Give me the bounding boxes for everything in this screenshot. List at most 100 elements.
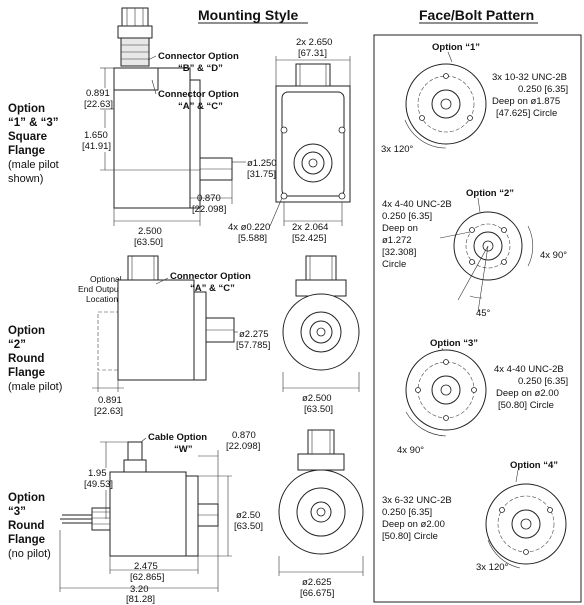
svg-text:[47.625] Circle: [47.625] Circle bbox=[496, 108, 557, 119]
row3-side-view: Cable Option “W” bbox=[60, 432, 219, 557]
svg-text:4x ø0.220: 4x ø0.220 bbox=[228, 222, 270, 233]
svg-text:“A” & “C”: “A” & “C” bbox=[178, 101, 223, 112]
svg-text:ø2.50: ø2.50 bbox=[236, 510, 260, 521]
face-option-2: Option “2” 45° 4x 90° 4x 4-40 UNC-2B 0.2… bbox=[382, 188, 567, 319]
svg-text:3x 120°: 3x 120° bbox=[476, 562, 509, 573]
svg-text:[66.675]: [66.675] bbox=[300, 588, 334, 599]
svg-text:Deep on ø1.875: Deep on ø1.875 bbox=[492, 96, 560, 107]
svg-text:3.20: 3.20 bbox=[130, 584, 149, 595]
svg-text:Option: Option bbox=[8, 492, 45, 504]
svg-text:ø2.275: ø2.275 bbox=[239, 329, 269, 340]
face-option-4: Option “4” 3x 120° 3x 6-32 UNC-2B 0.250 … bbox=[382, 460, 567, 573]
svg-text:Option “1”: Option “1” bbox=[432, 42, 480, 53]
svg-text:Connector Option: Connector Option bbox=[158, 89, 239, 100]
svg-text:“2”: “2” bbox=[8, 339, 26, 351]
svg-text:0.250 [6.35]: 0.250 [6.35] bbox=[382, 507, 432, 518]
svg-text:4x 90°: 4x 90° bbox=[397, 445, 424, 456]
svg-text:[81.28]: [81.28] bbox=[126, 594, 155, 605]
svg-text:Optional: Optional bbox=[90, 274, 122, 284]
face-option-1: Option “1” 3x 120° 3x 10-32 UNC-2B 0.250… bbox=[381, 42, 568, 155]
svg-text:0.250 [6.35]: 0.250 [6.35] bbox=[382, 211, 432, 222]
row1-side-view bbox=[113, 7, 233, 209]
svg-text:“1” & “3”: “1” & “3” bbox=[8, 117, 59, 129]
svg-text:Square: Square bbox=[8, 131, 47, 143]
svg-text:[50.80] Circle: [50.80] Circle bbox=[382, 531, 438, 542]
svg-text:Option: Option bbox=[8, 103, 45, 115]
svg-text:[22.098]: [22.098] bbox=[226, 441, 260, 452]
svg-text:3x 6-32 UNC-2B: 3x 6-32 UNC-2B bbox=[382, 495, 452, 506]
svg-text:[50.80] Circle: [50.80] Circle bbox=[498, 400, 554, 411]
svg-text:4x 90°: 4x 90° bbox=[540, 250, 567, 261]
svg-text:[63.50]: [63.50] bbox=[134, 237, 163, 248]
row1-right-dims: ø1.250 [31.75] 0.870 [22.098] 2.500 [63.… bbox=[113, 158, 277, 248]
svg-text:[62.865]: [62.865] bbox=[130, 572, 164, 583]
svg-text:Option “3”: Option “3” bbox=[430, 338, 478, 349]
svg-text:“A” & “C”: “A” & “C” bbox=[190, 283, 235, 294]
svg-text:45°: 45° bbox=[476, 308, 491, 319]
svg-text:1.95: 1.95 bbox=[88, 468, 107, 479]
row1-front-view: 2x 2.650 [67.31] 4x ø0.220 [5.588] 2x 2.… bbox=[228, 37, 351, 244]
svg-text:“3”: “3” bbox=[8, 506, 26, 518]
svg-text:0.250 [6.35]: 0.250 [6.35] bbox=[518, 376, 568, 387]
row2-label: Option “2” Round Flange (male pilot) bbox=[8, 325, 62, 393]
svg-text:Flange: Flange bbox=[8, 367, 45, 379]
row1-callouts: Connector Option “B” & “D” Connector Opt… bbox=[147, 51, 239, 112]
mounting-style-header: Mounting Style bbox=[198, 7, 299, 23]
svg-text:“B” & “D”: “B” & “D” bbox=[178, 63, 223, 74]
row3-front-view: ø2.625 [66.675] bbox=[278, 429, 364, 599]
svg-text:shown): shown) bbox=[8, 173, 43, 185]
svg-text:[63.50]: [63.50] bbox=[234, 521, 263, 532]
svg-text:Option “2”: Option “2” bbox=[466, 188, 514, 199]
svg-text:Circle: Circle bbox=[382, 259, 406, 270]
svg-text:(male pilot): (male pilot) bbox=[8, 381, 62, 393]
svg-text:[22.098]: [22.098] bbox=[192, 204, 226, 215]
row2-front-view: ø2.500 [63.50] bbox=[282, 255, 360, 415]
svg-text:2.500: 2.500 bbox=[138, 226, 162, 237]
svg-text:Connector Option: Connector Option bbox=[158, 51, 239, 62]
svg-text:2x 2.064: 2x 2.064 bbox=[292, 222, 328, 233]
svg-text:End Output: End Output bbox=[78, 284, 122, 294]
face-option-3: Option “3” 4x 90° 4x 4-40 UNC-2B 0.250 [… bbox=[397, 338, 568, 456]
svg-text:4x 4-40 UNC-2B: 4x 4-40 UNC-2B bbox=[494, 364, 564, 375]
svg-text:Flange: Flange bbox=[8, 534, 45, 546]
svg-text:“W”: “W” bbox=[174, 444, 193, 455]
row1-label: Option “1” & “3” Square Flange (male pil… bbox=[8, 103, 59, 185]
row3-label: Option “3” Round Flange (no pilot) bbox=[8, 492, 51, 560]
svg-text:[57.785]: [57.785] bbox=[236, 340, 270, 351]
svg-text:3x 10-32 UNC-2B: 3x 10-32 UNC-2B bbox=[492, 72, 567, 83]
svg-text:Cable Option: Cable Option bbox=[148, 432, 207, 443]
svg-text:[63.50]: [63.50] bbox=[304, 404, 333, 415]
svg-text:0.250 [6.35]: 0.250 [6.35] bbox=[518, 84, 568, 95]
svg-text:0.891: 0.891 bbox=[98, 395, 122, 406]
svg-text:[41.91]: [41.91] bbox=[82, 141, 111, 152]
svg-text:2x 2.650: 2x 2.650 bbox=[296, 37, 332, 48]
svg-text:Round: Round bbox=[8, 353, 44, 365]
svg-text:Deep on ø2.00: Deep on ø2.00 bbox=[382, 519, 445, 530]
svg-text:[49.53]: [49.53] bbox=[84, 479, 113, 490]
svg-text:[22.63]: [22.63] bbox=[84, 99, 113, 110]
svg-text:0.870: 0.870 bbox=[232, 430, 256, 441]
svg-text:(no pilot): (no pilot) bbox=[8, 548, 51, 560]
svg-text:ø2.500: ø2.500 bbox=[302, 393, 332, 404]
svg-text:Deep on: Deep on bbox=[382, 223, 418, 234]
row1-left-dims: 0.891 [22.63] 1.650 [41.91] bbox=[82, 67, 200, 171]
row2-side-view: Optional End Output Location Connector O… bbox=[78, 255, 270, 417]
svg-text:ø1.250: ø1.250 bbox=[247, 158, 277, 169]
svg-text:[52.425]: [52.425] bbox=[292, 233, 326, 244]
svg-text:Deep on ø2.00: Deep on ø2.00 bbox=[496, 388, 559, 399]
svg-text:Connector Option: Connector Option bbox=[170, 271, 251, 282]
svg-text:4x 4-40 UNC-2B: 4x 4-40 UNC-2B bbox=[382, 199, 452, 210]
svg-text:Round: Round bbox=[8, 520, 44, 532]
svg-text:[22.63]: [22.63] bbox=[94, 406, 123, 417]
svg-text:Option: Option bbox=[8, 325, 45, 337]
svg-text:(male pilot: (male pilot bbox=[8, 159, 59, 171]
svg-text:ø2.625: ø2.625 bbox=[302, 577, 332, 588]
svg-text:3x 120°: 3x 120° bbox=[381, 144, 414, 155]
svg-text:Flange: Flange bbox=[8, 145, 45, 157]
face-bolt-header: Face/Bolt Pattern bbox=[419, 7, 534, 23]
svg-text:1.650: 1.650 bbox=[84, 130, 108, 141]
svg-text:Location: Location bbox=[86, 294, 118, 304]
face-bolt-panel bbox=[373, 34, 582, 603]
svg-text:2.475: 2.475 bbox=[134, 561, 158, 572]
